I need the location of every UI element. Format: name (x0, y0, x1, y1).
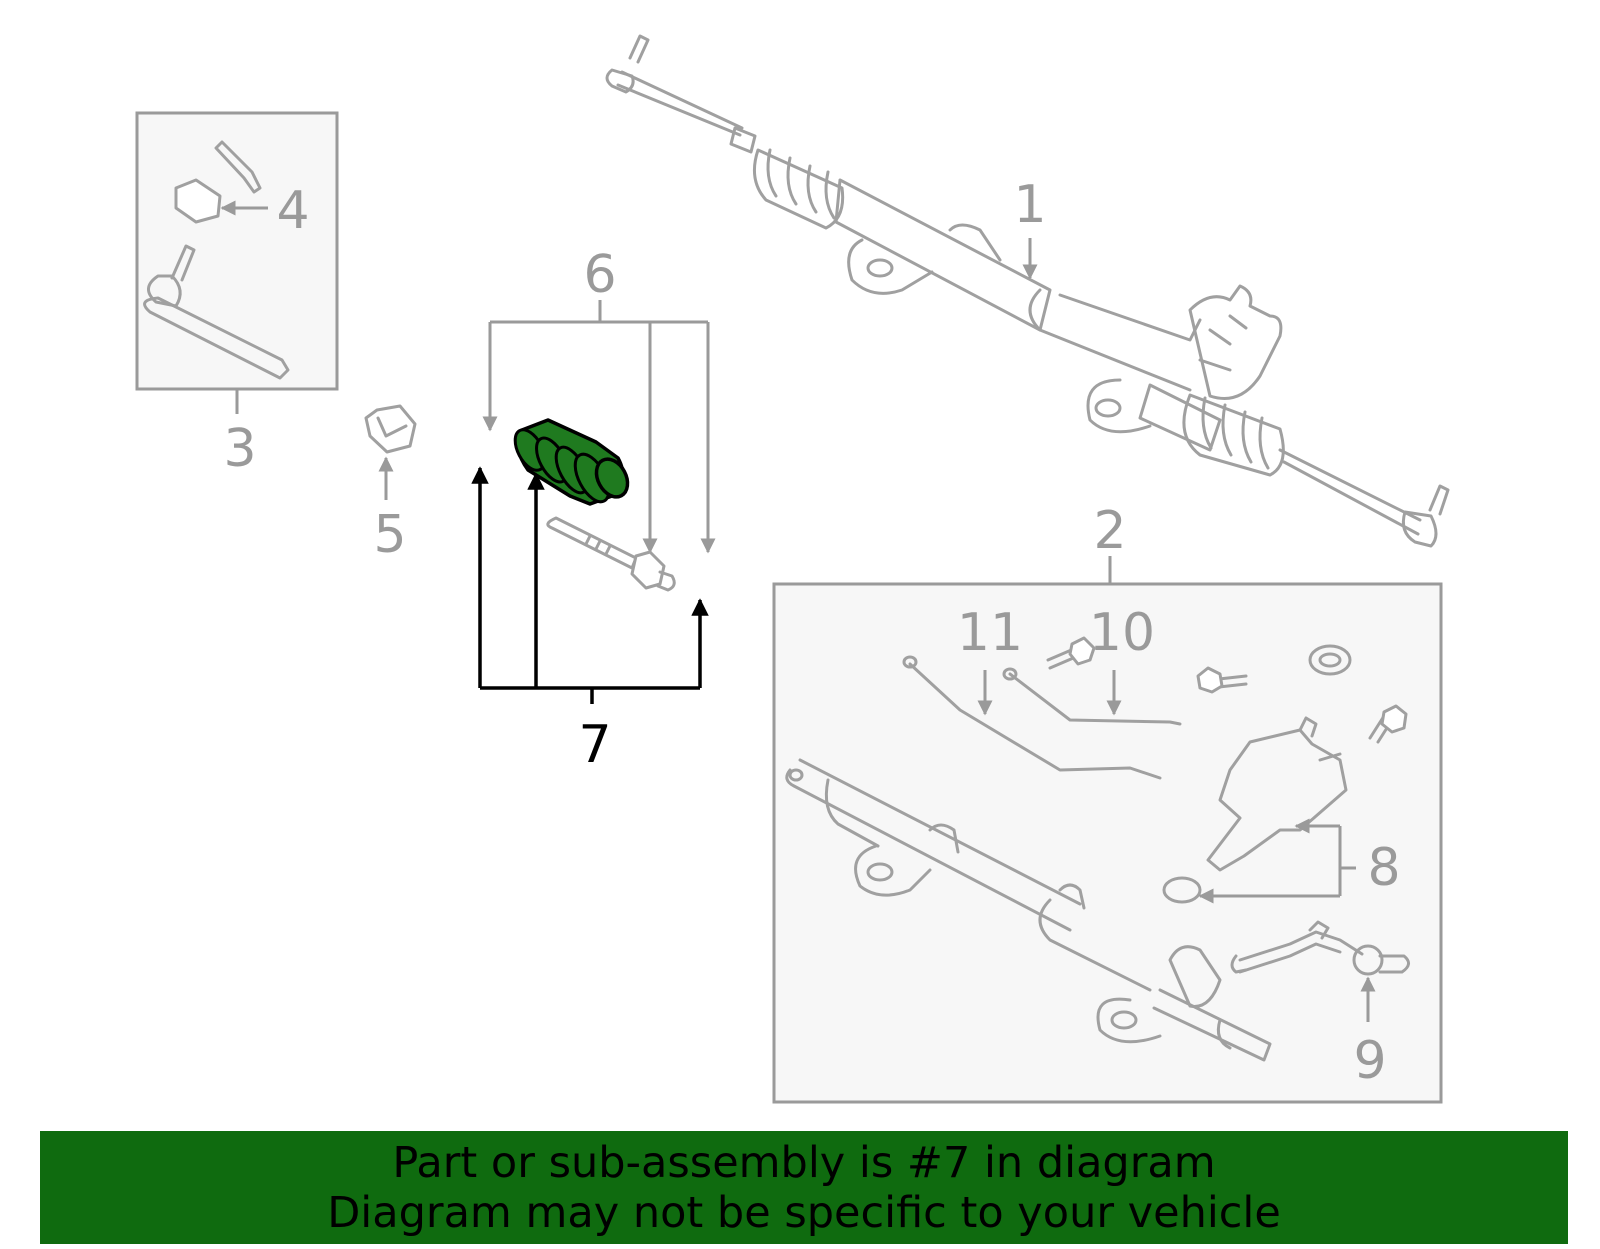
pressure-line[interactable] (908, 662, 1162, 780)
steering-rack-boot[interactable] (509, 418, 634, 507)
boot-end (594, 457, 630, 499)
washer[interactable] (1308, 644, 1352, 676)
control-valve[interactable] (1206, 716, 1348, 872)
callout-10: 10 (1089, 603, 1155, 663)
callout-11: 11 (957, 603, 1023, 663)
callout-9: 9 (1353, 1031, 1386, 1091)
return-line[interactable] (1008, 672, 1182, 726)
rack-housing-box (772, 582, 1443, 1104)
callout-3: 3 (223, 419, 256, 479)
nut[interactable] (364, 404, 417, 454)
callout-2: 2 (1093, 501, 1126, 561)
banner-line-1: Part or sub-assembly is #7 in diagram (392, 1137, 1216, 1188)
sensor-harness[interactable] (1230, 920, 1410, 976)
tie-rod-end[interactable] (143, 140, 290, 380)
notice-banner: Part or sub-assembly is #7 in diagram Di… (40, 1131, 1568, 1244)
callout-7: 7 (578, 715, 611, 775)
callout-4: 4 (276, 181, 309, 241)
callout-5: 5 (373, 505, 406, 565)
banner-line-2: Diagram may not be specific to your vehi… (327, 1187, 1281, 1238)
inner-tie-rod[interactable] (546, 516, 676, 592)
tie-rod-end-box (135, 111, 339, 391)
steering-gear-assembly[interactable] (605, 34, 1450, 548)
callout-1: 1 (1013, 175, 1046, 235)
mounting-bolts[interactable] (1046, 636, 1408, 744)
callout-8: 8 (1367, 838, 1400, 898)
callout-6: 6 (583, 245, 616, 305)
rack-housing[interactable] (785, 758, 1272, 1062)
